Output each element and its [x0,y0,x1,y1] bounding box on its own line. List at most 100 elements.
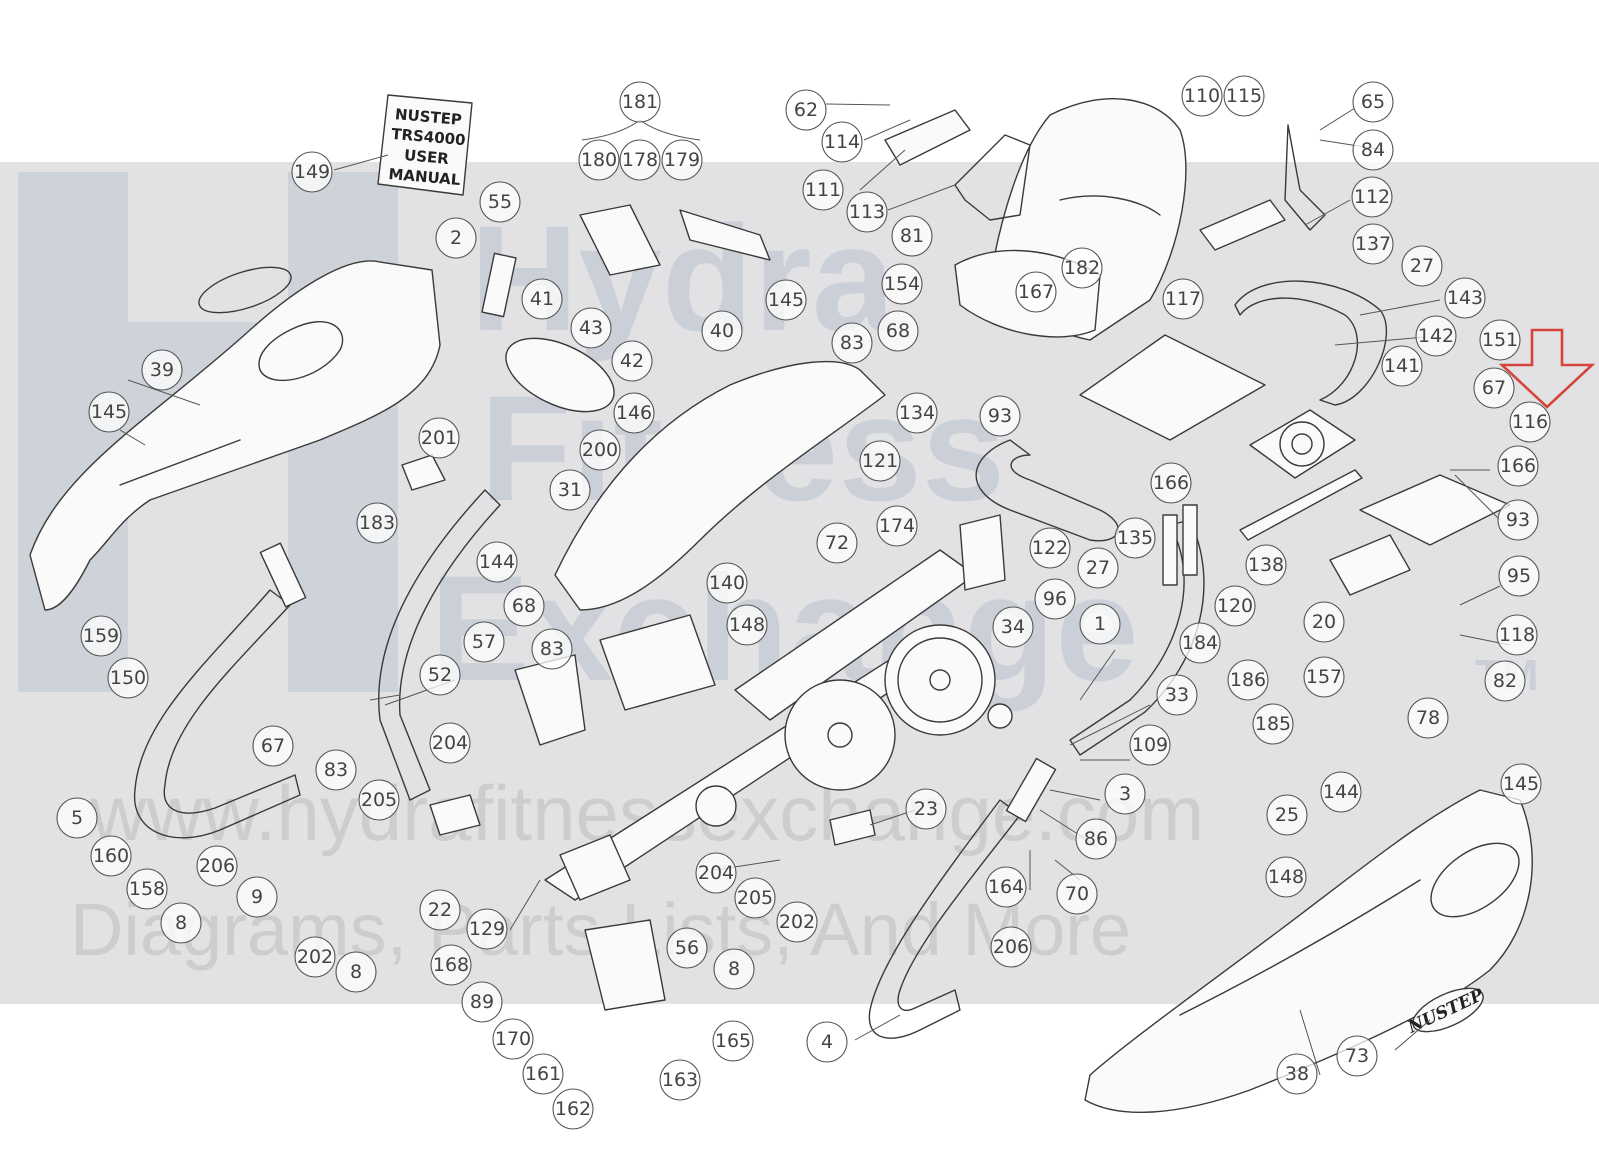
bracket-179 [679,209,771,261]
callout-number: 27 [1086,557,1110,579]
callout-number: 148 [1268,866,1304,888]
callout-circle [1509,401,1551,443]
part-callout-205: 205 [358,779,400,821]
part-callout-163: 163 [659,1059,701,1101]
callout-number: 116 [1512,411,1548,433]
callout-circle [1415,315,1457,357]
callout-number: 138 [1248,554,1284,576]
callout-number: 72 [825,532,849,554]
part-callout-72: 72 [816,522,858,564]
callout-circle [80,615,122,657]
adjustment-rail [1239,469,1363,541]
callout-number: 33 [1165,684,1189,706]
callout-circle [1056,873,1098,915]
part-callout-95: 95 [1498,555,1540,597]
callout-circle [461,981,503,1023]
callout-number: 9 [251,886,263,908]
callout-number: 159 [83,625,119,647]
callout-number: 157 [1306,666,1342,688]
callout-number: 186 [1230,669,1266,691]
part-callout-148: 148 [726,604,768,646]
part-callout-164: 164 [985,866,1027,908]
grip-right-3 [1005,757,1057,823]
part-callout-113: 113 [846,191,888,233]
callout-number: 68 [512,595,536,617]
part-callout-206: 206 [990,926,1032,968]
callout-circle [1265,856,1307,898]
callout-circle [1497,445,1539,487]
callout-number: 170 [495,1028,531,1050]
part-callout-20: 20 [1303,601,1345,643]
part-callout-144: 144 [1320,771,1362,813]
callout-circle [492,1018,534,1060]
callout-circle [579,429,621,471]
part-callout-202: 202 [294,936,336,978]
part-callout-33: 33 [1156,674,1198,716]
callout-circle [1336,1035,1378,1077]
callout-circle [859,440,901,482]
arm-bracket-left [954,134,1031,221]
part-callout-160: 160 [90,835,132,877]
callout-number: 205 [737,887,773,909]
callout-number: 95 [1507,565,1531,587]
part-callout-181: 181 [619,81,661,123]
callout-circle [160,902,202,944]
callout-number: 39 [150,359,174,381]
callout-circle [896,392,938,434]
callout-number: 151 [1482,329,1518,351]
callout-number: 70 [1065,883,1089,905]
callout-number: 2 [450,227,462,249]
callout-circle [712,1020,754,1062]
callout-circle [1034,578,1076,620]
part-callout-137: 137 [1352,223,1394,265]
callout-circle [1223,75,1265,117]
part-callout-159: 159 [80,615,122,657]
part-callout-8: 8 [713,948,755,990]
callout-number: 166 [1153,472,1189,494]
callout-circle [1320,771,1362,813]
part-callout-150: 150 [107,657,149,699]
callout-number: 57 [472,631,496,653]
part-callout-68: 68 [503,585,545,627]
callout-circle [1114,517,1156,559]
callout-number: 206 [199,855,235,877]
part-callout-206: 206 [196,845,238,887]
callout-circle [1497,499,1539,541]
callout-circle [1496,614,1538,656]
callout-number: 144 [1323,781,1359,803]
part-callout-62: 62 [785,89,827,131]
right-side-shroud: NUSTEP [1084,789,1533,1114]
bracket-34 [959,514,1006,591]
callout-number: 182 [1064,257,1100,279]
callout-number: 8 [728,958,740,980]
part-callout-186: 186 [1227,659,1269,701]
part-callout-141: 141 [1381,345,1423,387]
part-callout-83: 83 [531,628,573,670]
callout-number: 43 [579,317,603,339]
plate-180 [579,204,661,276]
part-callout-146: 146 [613,392,655,434]
part-callout-43: 43 [570,307,612,349]
callout-number: 134 [899,402,935,424]
callout-circle [1303,601,1345,643]
callout-number: 150 [110,667,146,689]
part-callout-204: 204 [695,852,737,894]
callout-circle [846,191,888,233]
callout-number: 23 [914,798,938,820]
callout-number: 83 [324,759,348,781]
callout-circle [252,725,294,767]
callout-number: 41 [530,288,554,310]
callout-number: 112 [1354,186,1390,208]
part-callout-145: 145 [765,279,807,321]
callout-circle [429,722,471,764]
callout-number: 8 [350,961,362,983]
callout-circle [1079,603,1121,645]
part-callout-89: 89 [461,981,503,1023]
grip-left [259,542,307,608]
part-callout-167: 167 [1015,271,1057,313]
callout-circle [1150,462,1192,504]
callout-number: 1 [1094,613,1106,635]
part-callout-178: 178 [619,139,661,181]
